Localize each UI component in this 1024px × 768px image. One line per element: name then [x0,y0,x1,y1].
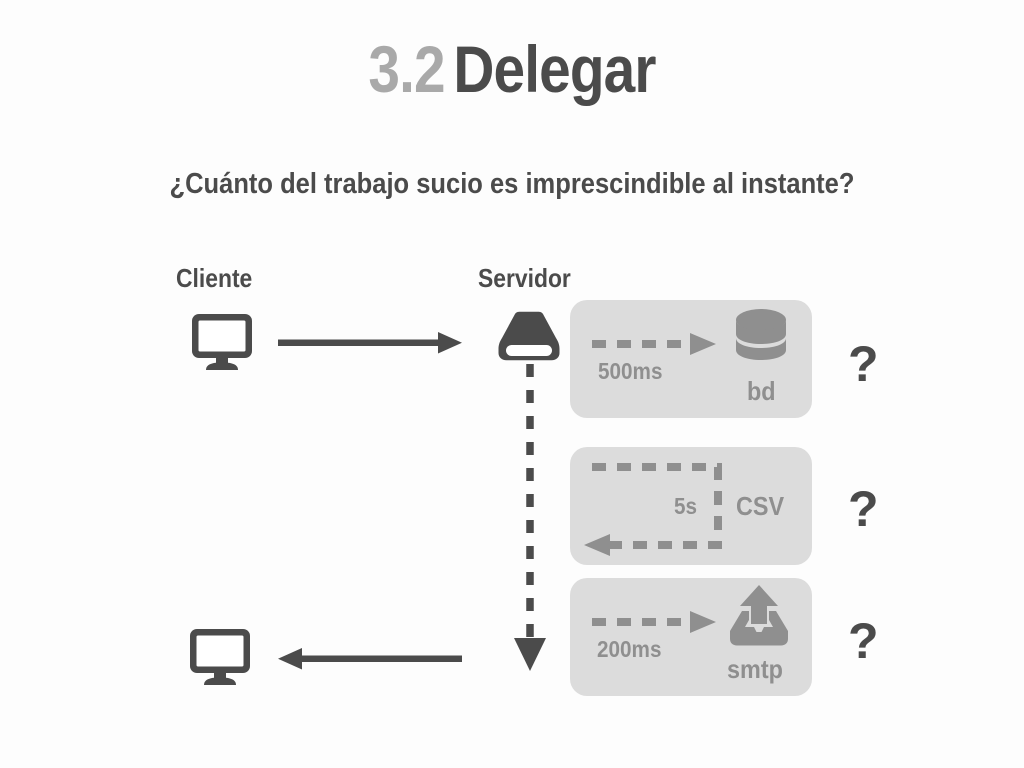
service-label: CSV [736,491,785,521]
task-card[interactable]: 500ms bd [570,300,812,418]
title-text: Delegar [453,32,656,106]
latency-label: 200ms [597,636,662,662]
dashed-arrow-right-icon [592,611,716,633]
title-number: 3.2 [368,32,445,106]
service-label: bd [747,376,776,406]
server-timeline-arrow-icon [514,364,546,671]
question-mark: ? [848,613,879,669]
database-icon [736,309,786,360]
response-arrow-icon [278,648,462,670]
question-mark: ? [848,481,879,537]
upload-outbox-icon [730,585,788,646]
page-subtitle: ¿Cuánto del trabajo sucio es imprescindi… [169,168,855,200]
monitor-icon [190,629,250,685]
latency-label: 5s [674,493,698,519]
service-label: smtp [727,654,783,684]
dashed-arrow-right-icon [592,333,716,355]
lane-label-cliente: Cliente [176,263,253,293]
latency-label: 500ms [598,358,663,384]
lane-label-servidor: Servidor [478,263,571,293]
question-mark: ? [848,336,879,392]
server-icon [498,311,560,361]
dashed-roundtrip-arrow-icon [584,463,722,556]
request-arrow-icon [278,332,462,354]
task-card[interactable]: 5s CSV [570,447,812,565]
monitor-icon [192,314,252,370]
task-card[interactable]: 200ms smtp [570,578,812,696]
